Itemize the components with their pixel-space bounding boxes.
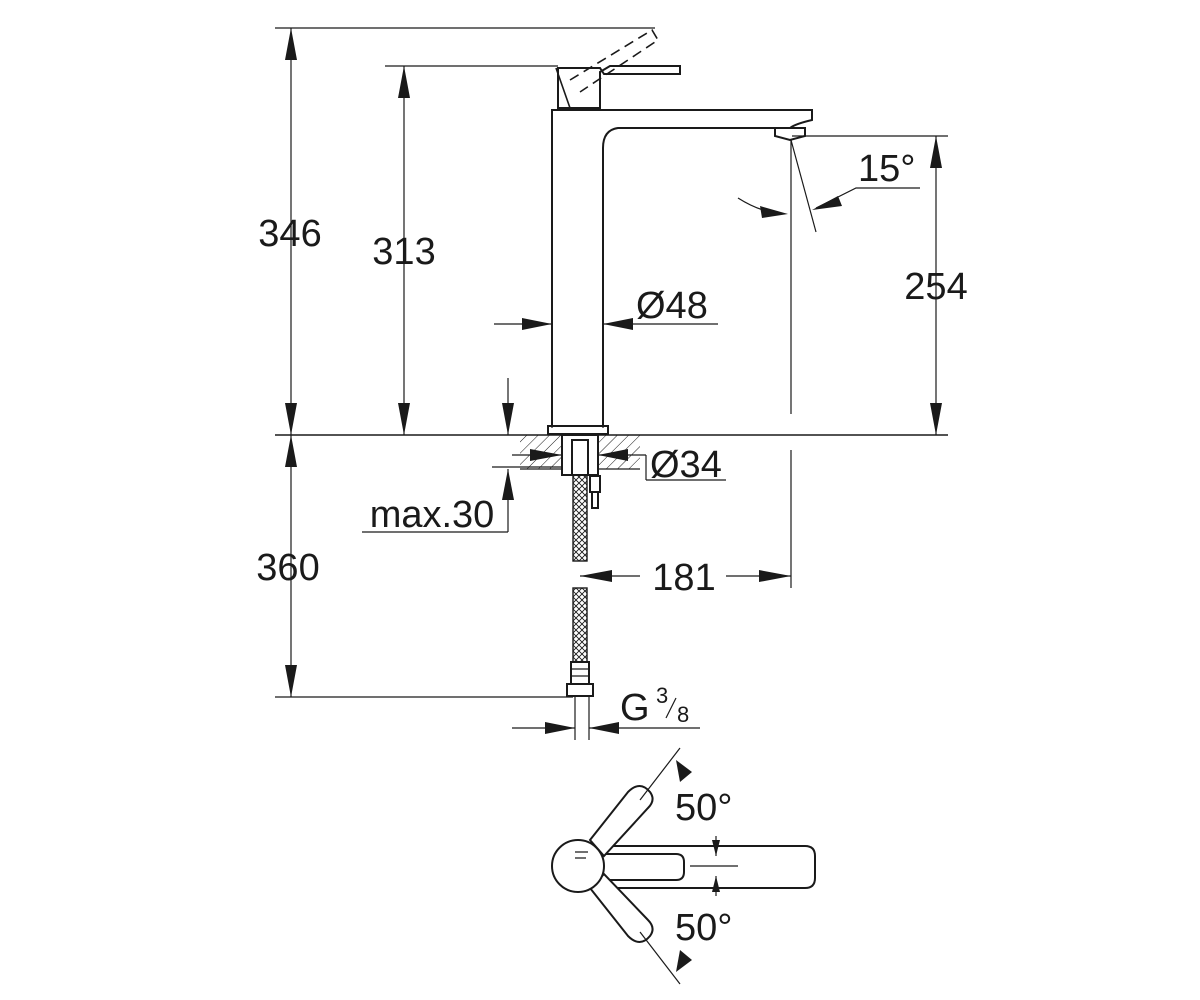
label-body-diameter: Ø48 <box>636 285 708 327</box>
dim-spout-angle <box>737 139 920 414</box>
lever-rotated-down <box>588 872 654 943</box>
label-connection-den: 8 <box>677 702 689 727</box>
label-lever-angle-top: 50° <box>675 787 732 829</box>
label-lever-angle-bottom: 50° <box>675 907 732 949</box>
faucet-side-view <box>547 28 813 435</box>
dim-below-deck <box>275 435 573 698</box>
aerator-icon <box>774 127 806 142</box>
label-projection: 181 <box>652 557 715 599</box>
supply-hose <box>566 474 594 740</box>
faucet-top-view <box>551 747 816 985</box>
dim-body-diameter <box>494 312 718 428</box>
label-below-deck: 360 <box>256 547 319 589</box>
dim-total-height <box>275 27 655 435</box>
base-ring <box>547 425 609 435</box>
label-connection-num: 3 <box>656 683 668 708</box>
lever-rotated-up <box>588 785 654 858</box>
dim-spout-height <box>385 65 558 435</box>
dim-hole-diameter <box>492 449 726 481</box>
body-top-circle <box>551 839 605 893</box>
faucet-body <box>551 109 813 429</box>
label-max-deck: max.30 <box>370 494 495 536</box>
dim-max-deck <box>362 378 514 533</box>
dim-connection <box>512 722 700 734</box>
label-spout-height: 313 <box>372 231 435 273</box>
label-outlet-height: 254 <box>904 266 967 308</box>
lever-open-outline <box>569 28 660 93</box>
dim-projection <box>580 450 792 588</box>
lever-handle <box>557 65 681 109</box>
label-spout-angle: 15° <box>858 148 915 190</box>
lever-top <box>595 853 685 881</box>
dim-outlet-height <box>792 135 948 435</box>
label-connection-g: G <box>620 687 650 729</box>
label-hole-diameter: Ø34 <box>650 444 722 486</box>
label-total-height: 346 <box>258 213 321 255</box>
